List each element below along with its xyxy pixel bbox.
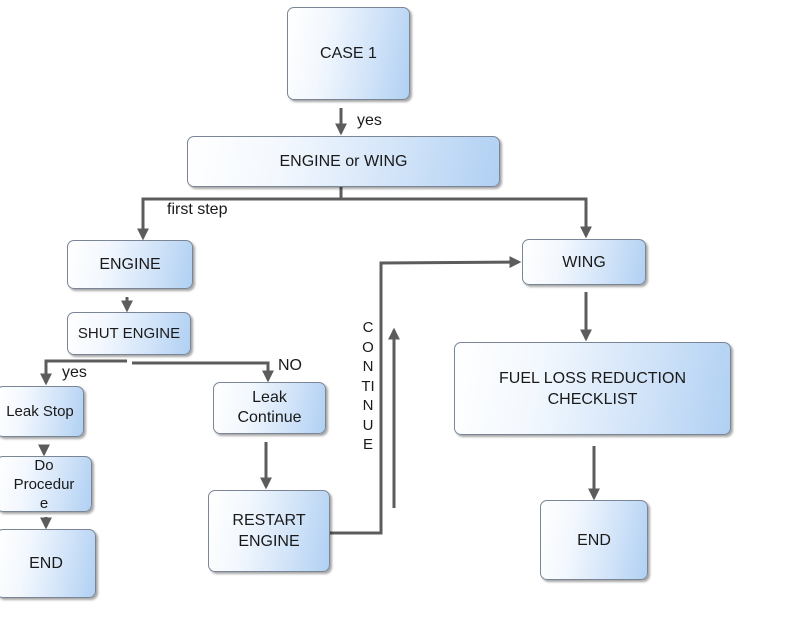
edge-label-yes-left: yes [62,364,87,381]
arrow-enginewing-to-engine [137,187,343,241]
edge-label-yes-top: yes [357,112,382,129]
arrow-restart-continue-to-wing [330,256,522,535]
node-end-left: END [0,529,96,598]
edge-label-continue: CONTINUE [361,319,375,453]
node-end-right: END [540,500,648,580]
arrow-shut-to-leakstop [40,359,127,386]
edge-label-first-step: first step [167,201,228,218]
node-case-1: CASE 1 [287,7,410,100]
node-fuel-loss-reduction-checklist: FUEL LOSS REDUCTION CHECKLIST [454,342,731,435]
node-engine-or-wing: ENGINE or WING [187,136,500,187]
arrow-enginewing-to-wing [341,197,592,239]
node-leak-stop: Leak Stop [0,386,84,437]
edge-label-no: NO [278,357,302,374]
node-restart-engine: RESTART ENGINE [208,490,330,572]
arrow-shut-to-leakcontinue [132,361,274,383]
node-shut-engine: SHUT ENGINE [67,312,191,355]
node-engine: ENGINE [67,240,193,289]
node-leak-continue: Leak Continue [213,382,326,434]
node-wing: WING [522,239,646,285]
node-do-procedure: Do Procedur e [0,456,92,512]
